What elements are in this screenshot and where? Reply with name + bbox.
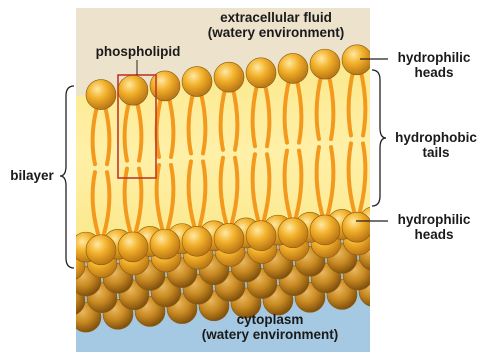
phospholipid-head	[278, 218, 308, 248]
phospholipid-head	[214, 62, 244, 92]
cytoplasm-label: cytoplasm (watery environment)	[180, 312, 360, 342]
bilayer-label: bilayer	[4, 168, 60, 183]
phospholipid-head	[86, 235, 116, 265]
phospholipid-head	[118, 75, 148, 105]
phospholipid-head	[214, 223, 244, 253]
phospholipid-head	[182, 226, 212, 256]
phospholipid-head	[246, 58, 276, 88]
phospholipid-head	[246, 221, 276, 251]
hydrophilic-heads-bottom-label: hydrophilic heads	[388, 212, 480, 242]
phospholipid-head	[86, 80, 116, 110]
phospholipid-head	[182, 67, 212, 97]
phospholipid-head	[342, 212, 372, 242]
bilayer-brace	[60, 86, 74, 268]
phospholipid-head	[310, 49, 340, 79]
phospholipid-head	[278, 53, 308, 83]
phospholipid-label: phospholipid	[86, 44, 190, 59]
phospholipid-head	[118, 232, 148, 262]
extracellular-fluid-label: extracellular fluid (watery environment)	[186, 10, 366, 40]
phospholipid-head	[310, 215, 340, 245]
hydrophobic-tails-label: hydrophobic tails	[388, 130, 484, 160]
hydrophobic-tails-brace	[372, 70, 386, 206]
phospholipid-head	[342, 45, 372, 75]
hydrophilic-heads-top-label: hydrophilic heads	[388, 50, 480, 80]
phospholipid-head	[150, 229, 180, 259]
